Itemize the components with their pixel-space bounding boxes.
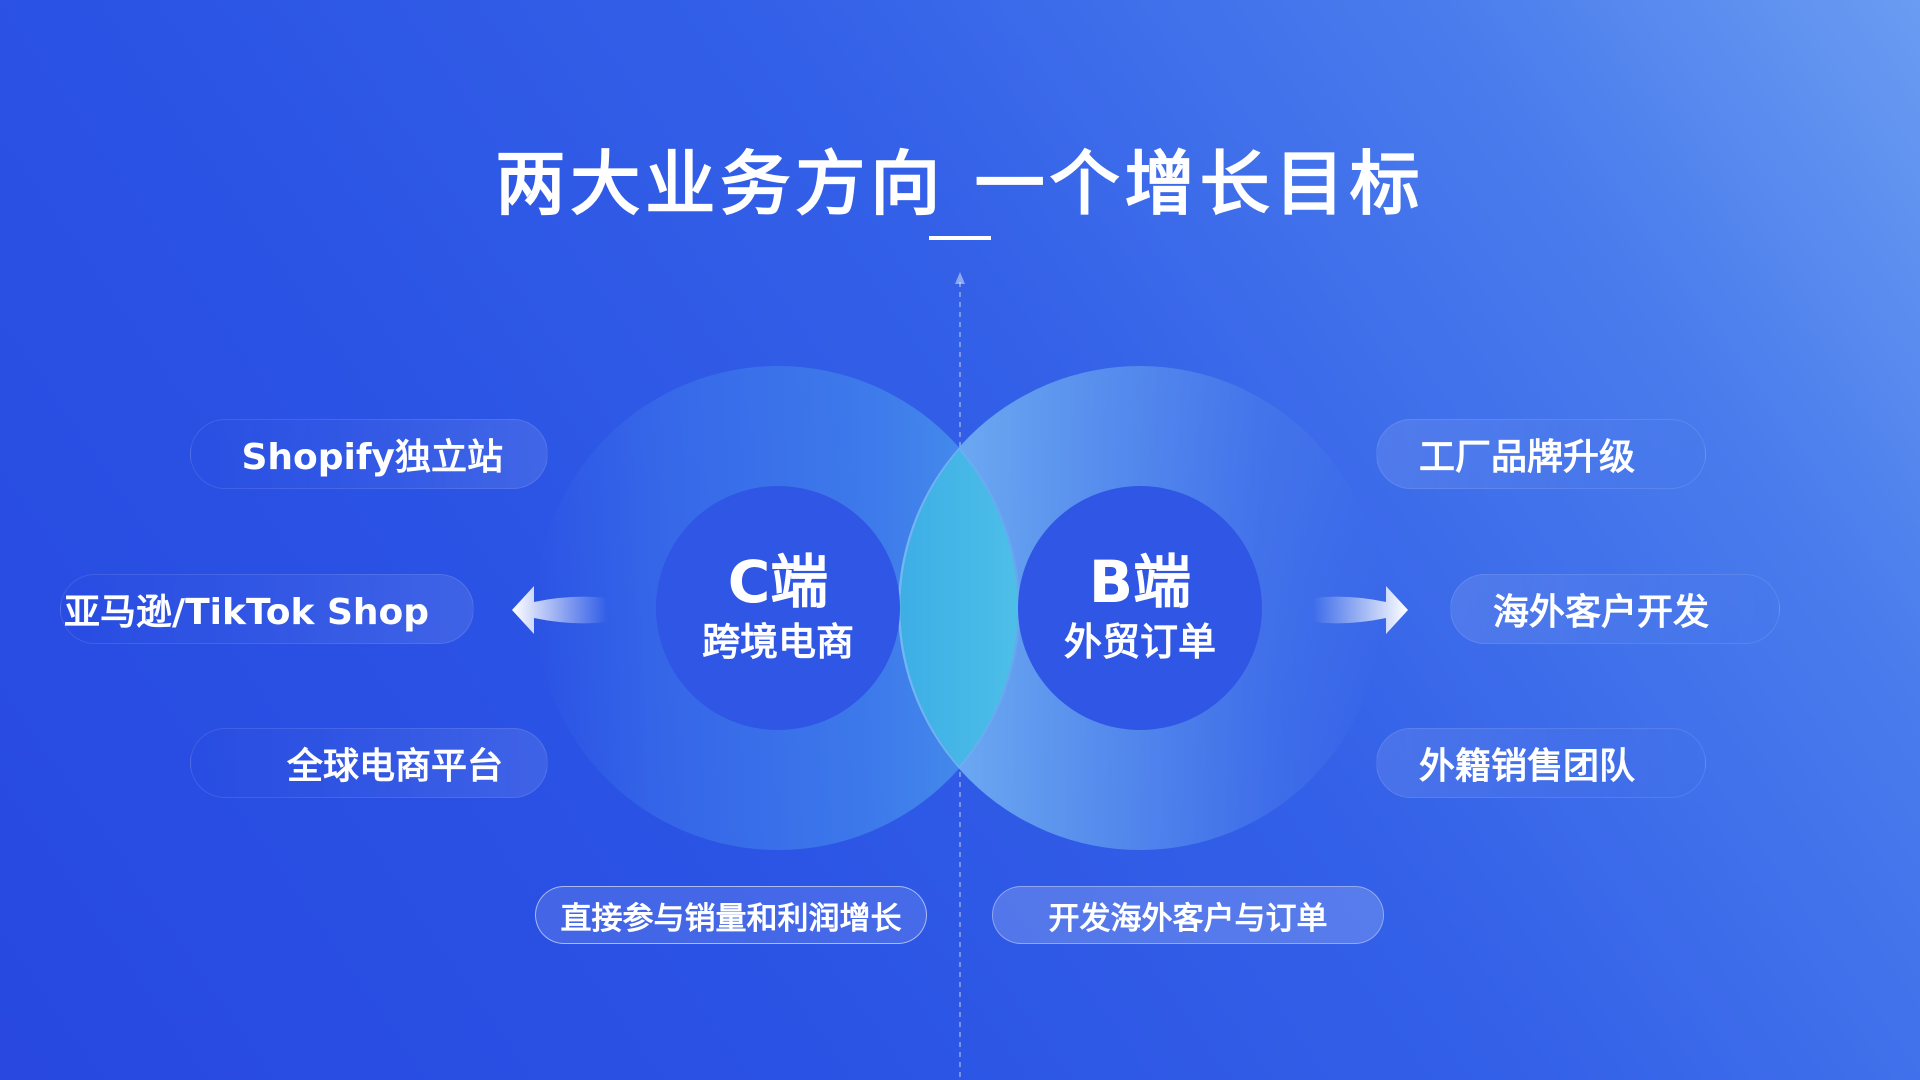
b-side-circle: B端 外贸订单 — [1018, 486, 1262, 730]
b-side-sub: 外贸订单 — [1063, 620, 1216, 664]
c-item-global-platforms: 全球电商平台 — [190, 728, 548, 798]
c-side-sub: 跨境电商 — [701, 620, 854, 664]
b-item-label: 工厂品牌升级 — [1419, 437, 1636, 478]
b-item-label: 海外客户开发 — [1493, 592, 1710, 633]
left-arrow-icon — [512, 586, 607, 634]
axis-arrowhead-icon — [955, 272, 965, 284]
b-item-factory-brand: 工厂品牌升级 — [1376, 419, 1706, 489]
title-underline — [929, 236, 991, 240]
b-item-sales-team: 外籍销售团队 — [1376, 728, 1706, 798]
c-item-label: Shopify独立站 — [241, 437, 503, 478]
page-title: 两大业务方向 一个增长目标 — [495, 143, 1425, 225]
c-side-circle: C端 跨境电商 — [656, 486, 900, 730]
b-item-overseas-clients: 海外客户开发 — [1450, 574, 1780, 644]
c-item-amazon-tiktok: 亚马逊/TikTok Shop — [60, 574, 474, 644]
c-side-head: C端 — [727, 548, 829, 616]
c-item-label: 全球电商平台 — [286, 746, 503, 787]
b-item-label: 外籍销售团队 — [1419, 746, 1636, 787]
c-item-label: 亚马逊/TikTok Shop — [63, 592, 429, 633]
c-side-bottom-badge: 直接参与销量和利润增长 — [535, 886, 927, 944]
c-item-shopify: Shopify独立站 — [190, 419, 548, 489]
right-arrow-icon — [1313, 586, 1408, 634]
b-side-head: B端 — [1088, 548, 1192, 616]
b-side-bottom-badge: 开发海外客户与订单 — [992, 886, 1384, 944]
